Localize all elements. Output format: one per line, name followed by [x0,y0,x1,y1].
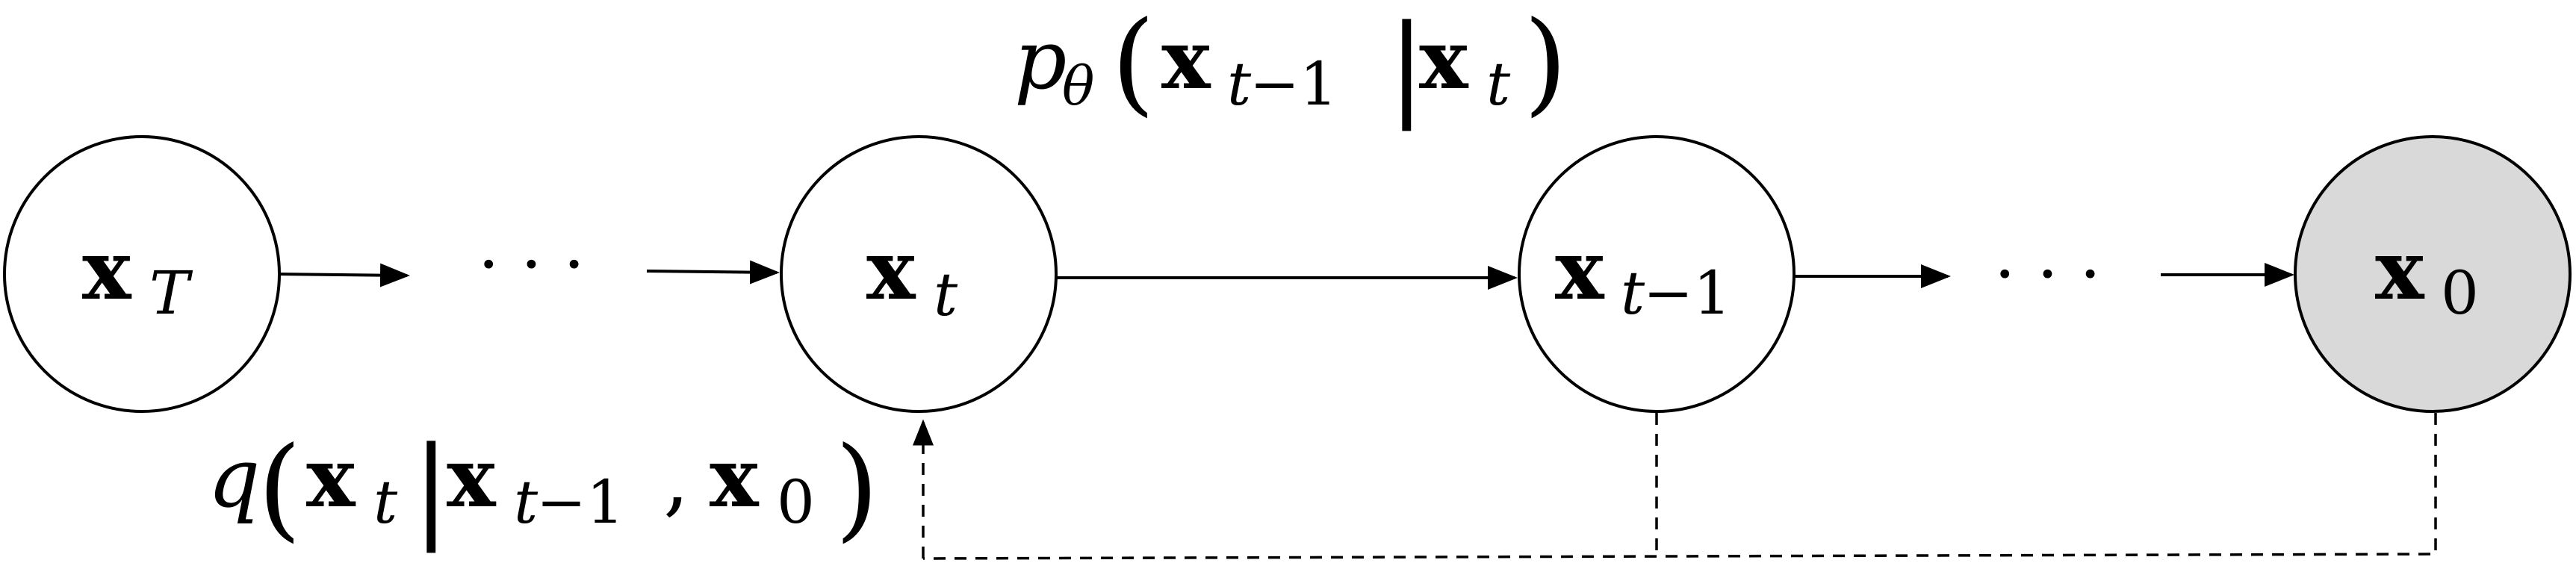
forward-label-close-paren: ) [835,423,879,553]
forward-label-sub3: 0 [777,467,815,537]
node-x-T-circle [3,135,281,413]
reverse-label-sub1-t: t [1227,49,1252,119]
reverse-label-close-paren: ) [1524,0,1568,128]
node-x-t-minus-1-sub-t: t [1621,258,1645,328]
reverse-label-theta: θ [1062,55,1094,117]
node-x-t-minus-1-base: x [1555,222,1605,318]
forward-label-sub2-rest: −1 [536,467,624,537]
arrow-xT-to-ellipsis [279,263,410,287]
arrow-ellipsis-to-xt [646,260,780,284]
forward-process-label: q ( x t | x t −1 , x 0 ) [208,423,879,553]
reverse-label-x2: x [1419,11,1469,108]
reverse-label-p: p [1014,12,1067,108]
node-x-0: x 0 [2294,135,2572,413]
forward-label-sub1: t [373,467,398,537]
node-x-t-minus-1-circle [1518,135,1796,413]
node-x-t-base: x [866,222,916,318]
forward-label-sub2-t: t [514,467,539,537]
forward-label-x2: x [447,429,497,526]
node-x-T: x T [3,135,281,413]
node-x-t-circle [780,135,1058,413]
reverse-label-x1: x [1161,11,1211,108]
node-x-T-sub: T [149,258,193,328]
dashed-x0-to-bottom [922,413,2437,560]
reverse-label-sub1-rest: −1 [1250,49,1338,119]
reverse-label-open-paren: ( [1111,0,1155,128]
node-x-T-base: x [82,222,132,318]
reverse-label-bar: | [1388,1,1426,131]
node-x-t: x t [780,135,1058,413]
node-x-t-sub: t [934,260,958,329]
node-x-0-circle [2294,135,2572,413]
reverse-process-label: p θ ( x t −1 | x t ) [1014,0,1568,131]
forward-label-comma: , [663,430,689,526]
forward-label-bar: | [412,423,450,553]
forward-label-x3: x [710,429,760,526]
node-x-0-sub: 0 [2441,258,2479,328]
forward-label-q: q [208,430,260,526]
reverse-label-sub2: t [1486,49,1511,119]
node-x-t-minus-1: x t −1 [1518,135,1796,413]
node-x-0-base: x [2375,222,2425,318]
forward-label-open-paren: ( [258,423,302,553]
ellipsis-left: · · · [478,225,585,304]
node-x-t-minus-1-sub-rest: −1 [1643,258,1731,328]
forward-label-x1: x [306,429,356,526]
ellipsis-right: · · · [1994,235,2101,314]
